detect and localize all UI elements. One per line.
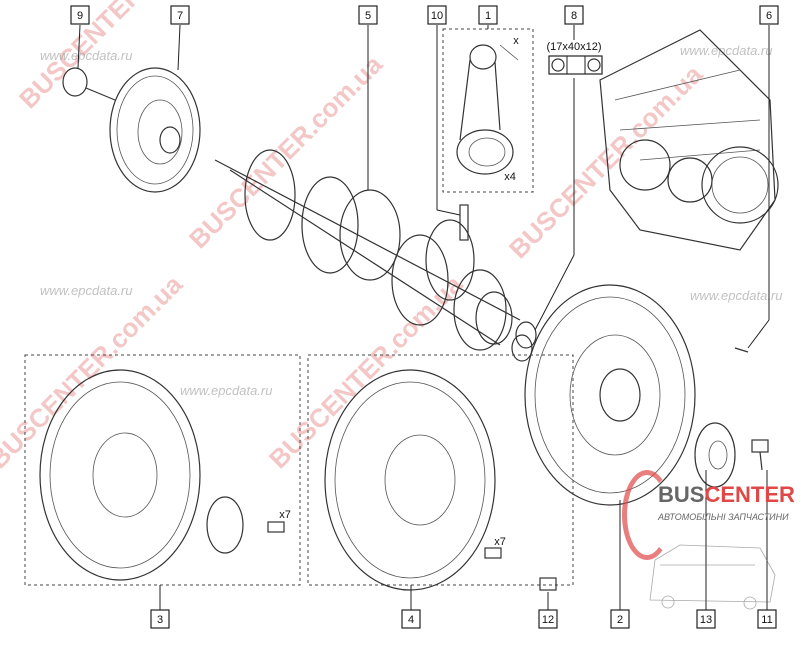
logo-mark-icon <box>622 470 672 560</box>
callout-9[interactable]: 9 <box>70 5 90 25</box>
callout-3[interactable]: 3 <box>150 609 170 629</box>
svg-text:5: 5 <box>365 10 371 22</box>
buscenter-logo: BUSCENTER АВТОМОБІЛЬНІ ЗАПЧАСТИНИ <box>622 470 800 570</box>
callout-13[interactable]: 13 <box>696 609 716 629</box>
bolt <box>267 521 285 533</box>
watermark: www.epcdata.ru <box>680 43 773 58</box>
dual-mass-flywheel <box>39 369 201 581</box>
svg-text:9: 9 <box>77 10 83 22</box>
rod-bolt <box>459 204 469 241</box>
callout-2[interactable]: 2 <box>610 609 630 629</box>
svg-text:4: 4 <box>408 614 414 626</box>
callout-8[interactable]: 8 <box>564 5 584 25</box>
connecting-rod-group <box>442 28 534 193</box>
logo-part1: BUS <box>658 482 705 507</box>
pilot-bearing <box>511 321 537 362</box>
flywheel-washer <box>694 422 736 488</box>
quantity-label: x4 <box>504 171 516 183</box>
callout-12[interactable]: 12 <box>538 609 558 629</box>
dual-mass-flywheel-group-4 <box>307 354 574 586</box>
watermark: www.epcdata.ru <box>40 283 133 298</box>
leader-lines <box>77 24 770 610</box>
van-illustration <box>649 544 776 610</box>
svg-text:13: 13 <box>700 614 712 626</box>
crankshaft-pulley <box>109 67 201 193</box>
svg-text:2: 2 <box>617 614 623 626</box>
callout-10[interactable]: 10 <box>427 5 447 25</box>
watermark: www.epcdata.ru <box>690 288 783 303</box>
watermarks: BUSCENTER.com.ua BUSCENTER.com.ua BUSCEN… <box>0 0 783 474</box>
bearing-icon <box>548 55 603 75</box>
callout-6[interactable]: 6 <box>759 5 779 25</box>
logo-part2: CENTER <box>704 482 795 507</box>
svg-text:11: 11 <box>761 614 772 626</box>
connecting-rod <box>456 44 519 175</box>
watermark: www.epcdata.ru <box>180 383 273 398</box>
watermark: www.epcdata.ru <box>40 48 133 63</box>
dowel-pin <box>734 347 749 353</box>
pulley-bolt <box>62 67 116 101</box>
bearing-size-label: (17x40x12) <box>546 41 601 53</box>
svg-text:6: 6 <box>766 10 772 22</box>
svg-text:10: 10 <box>431 10 443 22</box>
callout-4[interactable]: 4 <box>401 609 421 629</box>
quantity-label: x7 <box>279 509 291 521</box>
washer <box>206 496 244 554</box>
logo-title: BUSCENTER <box>658 482 795 508</box>
flywheel <box>524 284 696 506</box>
watermark: BUSCENTER.com.ua <box>263 269 468 474</box>
svg-text:1: 1 <box>485 10 491 22</box>
callout-5[interactable]: 5 <box>358 5 378 25</box>
dual-mass-flywheel <box>324 369 496 591</box>
dual-mass-flywheel-group-3 <box>24 354 301 586</box>
bolt <box>484 547 502 559</box>
quantity-label: x7 <box>494 536 506 548</box>
svg-text:7: 7 <box>177 10 183 22</box>
svg-text:3: 3 <box>157 614 163 626</box>
flywheel-bolt <box>751 439 769 471</box>
callout-1[interactable]: 1 <box>478 5 498 25</box>
callout-7[interactable]: 7 <box>170 5 190 25</box>
watermark: BUSCENTER.com.ua <box>0 269 188 474</box>
svg-text:12: 12 <box>542 614 554 626</box>
svg-text:8: 8 <box>571 10 577 22</box>
dimension-x-label: x <box>513 35 519 47</box>
callout-11[interactable]: 11 <box>757 609 777 629</box>
crankshaft <box>214 149 521 351</box>
bolt <box>539 577 557 591</box>
logo-subtitle: АВТОМОБІЛЬНІ ЗАПЧАСТИНИ <box>658 512 789 522</box>
engine-illustration <box>599 29 779 251</box>
